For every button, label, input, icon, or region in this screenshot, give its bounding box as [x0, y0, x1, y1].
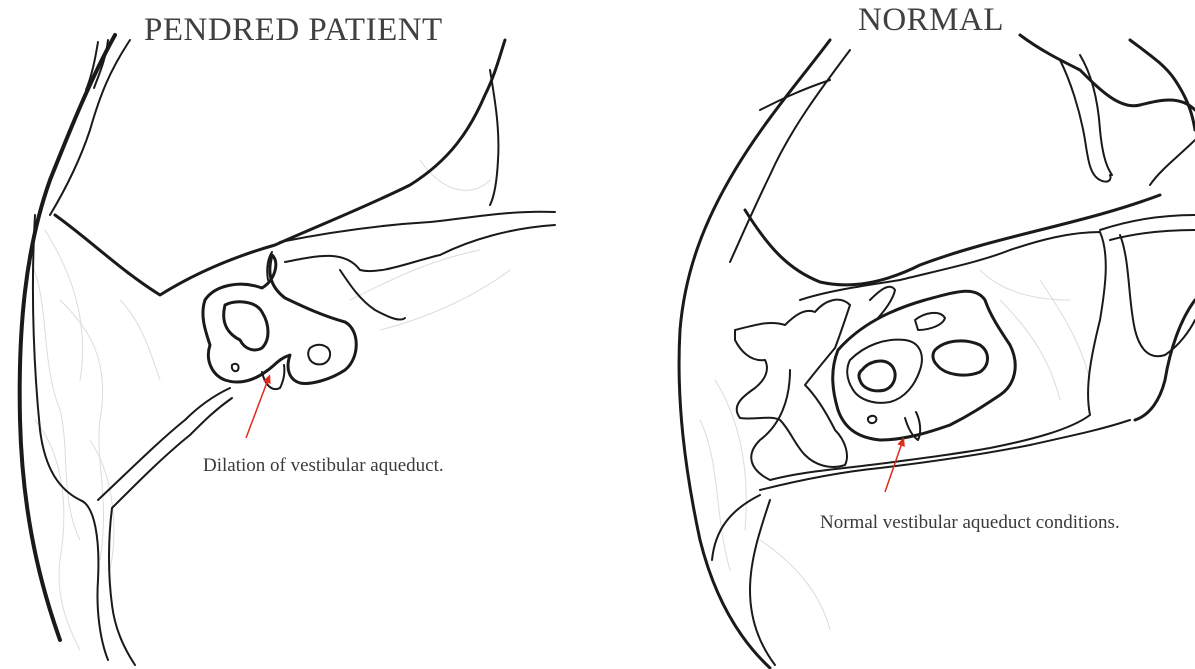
right-annotation-label: Normal vestibular aqueduct conditions. [820, 513, 1120, 532]
left-vestibule-inner [224, 302, 268, 350]
right-vestibule-inner [859, 361, 895, 391]
left-annotation-label: Dilation of vestibular aqueduct. [203, 456, 444, 475]
right-skull-outer [679, 40, 830, 668]
right-canal-loop [933, 341, 988, 375]
right-upper-contour [745, 195, 1160, 285]
left-annotation-arrow [246, 377, 269, 438]
left-petrous-ridge-top [280, 212, 555, 242]
left-upper-contour [55, 40, 505, 295]
left-vestibule-outer [203, 255, 356, 383]
left-canal-loop [308, 345, 330, 365]
left-skull-inner [50, 40, 130, 215]
right-panel-title: NORMAL [858, 4, 1004, 37]
left-petrous-ridge-bottom [285, 225, 555, 271]
right-petrous-outline [751, 232, 1105, 480]
right-vestibule-middle [847, 340, 922, 403]
left-panel-title: PENDRED PATIENT [144, 14, 443, 47]
left-faint-texture [30, 160, 510, 650]
left-panel-drawing [20, 35, 555, 665]
right-panel-drawing [679, 35, 1195, 668]
right-vestibule-outer [833, 291, 1015, 440]
